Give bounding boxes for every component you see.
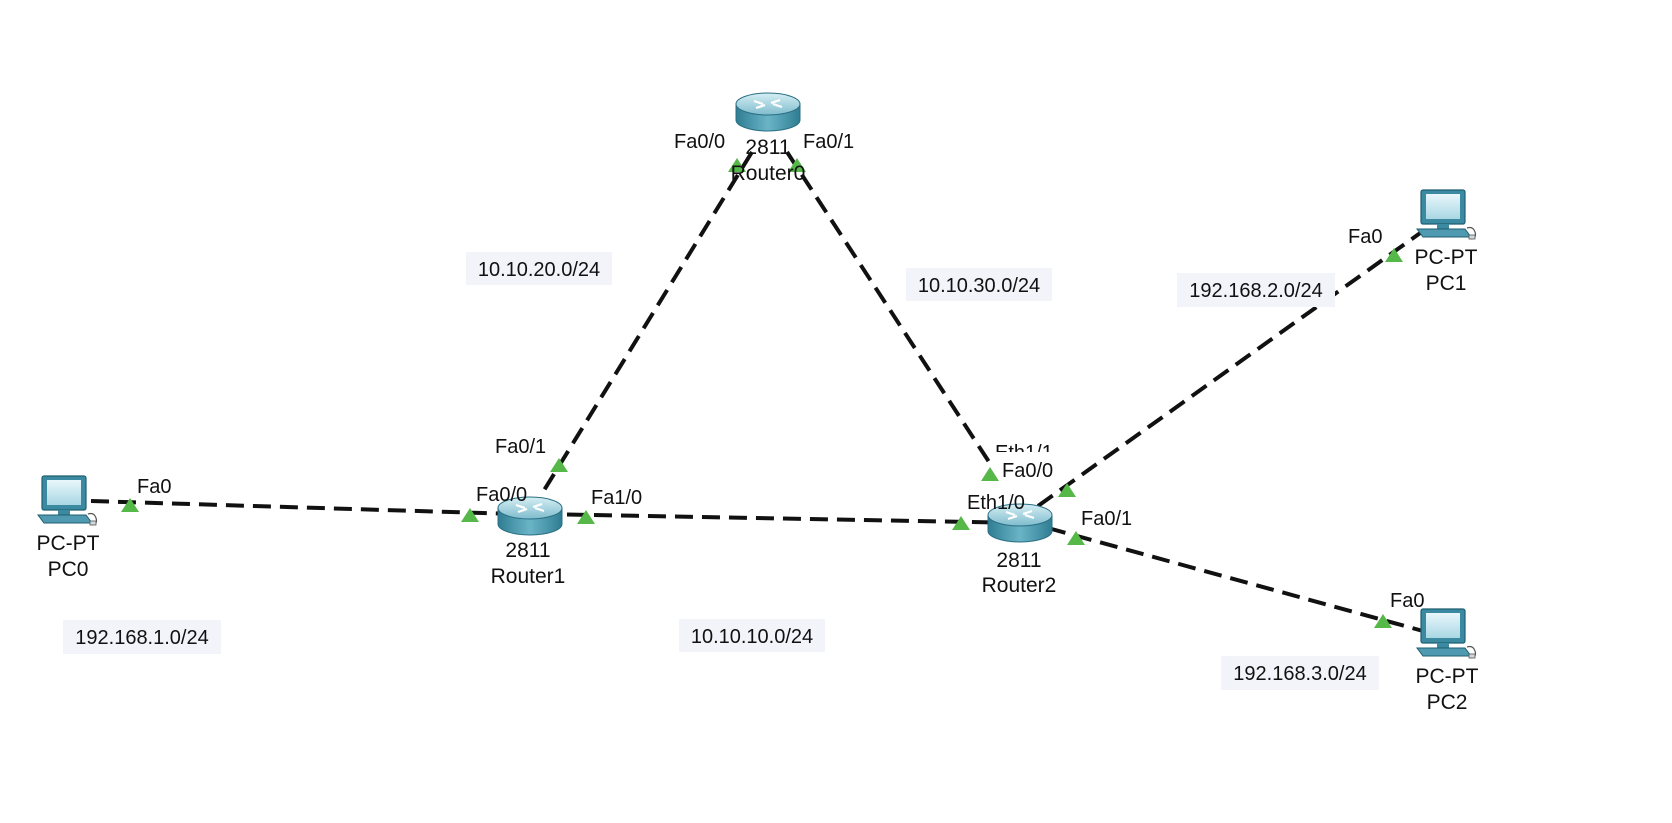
note-10-10-30[interactable]: 10.10.30.0/24 bbox=[906, 268, 1052, 301]
pc2[interactable] bbox=[1416, 608, 1477, 659]
pc0-model-label: PC-PT bbox=[37, 532, 100, 555]
port-label-r2-fa00: Fa0/0 bbox=[1002, 460, 1053, 482]
pc0-name-label: PC0 bbox=[48, 558, 89, 581]
port-indicator-pc1-fa0 bbox=[1385, 248, 1403, 262]
port-label-r0-fa01: Fa0/1 bbox=[803, 131, 854, 153]
router0-name-label: Router0 bbox=[731, 162, 806, 185]
router2-name-label: Router2 bbox=[982, 574, 1057, 597]
note-192-168-2[interactable]: 192.168.2.0/24 bbox=[1177, 273, 1335, 307]
port-label-r2-fa01: Fa0/1 bbox=[1081, 508, 1132, 530]
note-192-168-3[interactable]: 192.168.3.0/24 bbox=[1221, 656, 1379, 690]
router0-model-label: 2811 bbox=[745, 136, 790, 159]
note-10-10-20-text: 10.10.20.0/24 bbox=[478, 259, 600, 281]
note-192-168-1-text: 192.168.1.0/24 bbox=[75, 627, 208, 649]
note-192-168-3-text: 192.168.3.0/24 bbox=[1233, 663, 1366, 685]
port-indicator-r1-fa01 bbox=[550, 458, 568, 472]
port-indicator-r0-fa01 bbox=[788, 158, 806, 172]
port-label-r2-eth10: Eth1/0 bbox=[967, 492, 1025, 514]
port-indicator-r2-fa00 bbox=[1058, 483, 1076, 497]
link-router1-router2 bbox=[539, 512, 1026, 525]
port-label-r0-fa00: Fa0/0 bbox=[674, 131, 725, 153]
link-router2-pc1 bbox=[1036, 229, 1425, 508]
pc0[interactable] bbox=[37, 475, 98, 526]
port-label-overlap-mask bbox=[990, 452, 1060, 460]
note-10-10-10-text: 10.10.10.0/24 bbox=[691, 626, 813, 648]
port-label-pc1-fa0: Fa0 bbox=[1348, 226, 1382, 248]
port-indicator-pc0-fa0 bbox=[121, 498, 139, 512]
link-router0-router2 bbox=[785, 150, 995, 470]
note-192-168-1[interactable]: 192.168.1.0/24 bbox=[63, 620, 221, 654]
port-indicator-r2-fa01 bbox=[1067, 531, 1085, 545]
note-192-168-2-text: 192.168.2.0/24 bbox=[1189, 280, 1322, 302]
link-router2-pc2 bbox=[1047, 526, 1424, 633]
port-label-r1-fa01: Fa0/1 bbox=[495, 436, 546, 458]
port-indicator-r1-fa10 bbox=[577, 510, 595, 524]
pc1-name-label: PC1 bbox=[1426, 272, 1467, 295]
pc2-model-label: PC-PT bbox=[1416, 665, 1479, 688]
port-indicator-pc2-fa0 bbox=[1374, 614, 1392, 628]
port-indicator-r0-fa00 bbox=[728, 158, 746, 172]
note-10-10-30-text: 10.10.30.0/24 bbox=[918, 275, 1040, 297]
port-label-r1-fa10: Fa1/0 bbox=[591, 487, 642, 509]
router2-model-label: 2811 bbox=[996, 549, 1041, 572]
link-pc0-router1 bbox=[90, 499, 516, 516]
port-indicator-r2-eth10 bbox=[952, 516, 970, 530]
note-10-10-10[interactable]: 10.10.10.0/24 bbox=[679, 619, 825, 652]
port-label-r1-fa00: Fa0/0 bbox=[476, 484, 527, 506]
port-indicator-r1-fa00 bbox=[461, 508, 479, 522]
note-10-10-20[interactable]: 10.10.20.0/24 bbox=[466, 252, 612, 285]
port-label-pc0-fa0: Fa0 bbox=[137, 476, 171, 498]
link-router0-router1 bbox=[541, 150, 754, 494]
pc1[interactable] bbox=[1416, 189, 1477, 240]
router1-name-label: Router1 bbox=[491, 565, 566, 588]
router0[interactable] bbox=[734, 91, 802, 133]
port-label-pc2-fa0: Fa0 bbox=[1390, 590, 1424, 612]
pc1-model-label: PC-PT bbox=[1415, 246, 1478, 269]
router1-model-label: 2811 bbox=[505, 539, 550, 562]
port-indicator-r2-eth11 bbox=[981, 467, 999, 481]
pc2-name-label: PC2 bbox=[1427, 691, 1468, 714]
